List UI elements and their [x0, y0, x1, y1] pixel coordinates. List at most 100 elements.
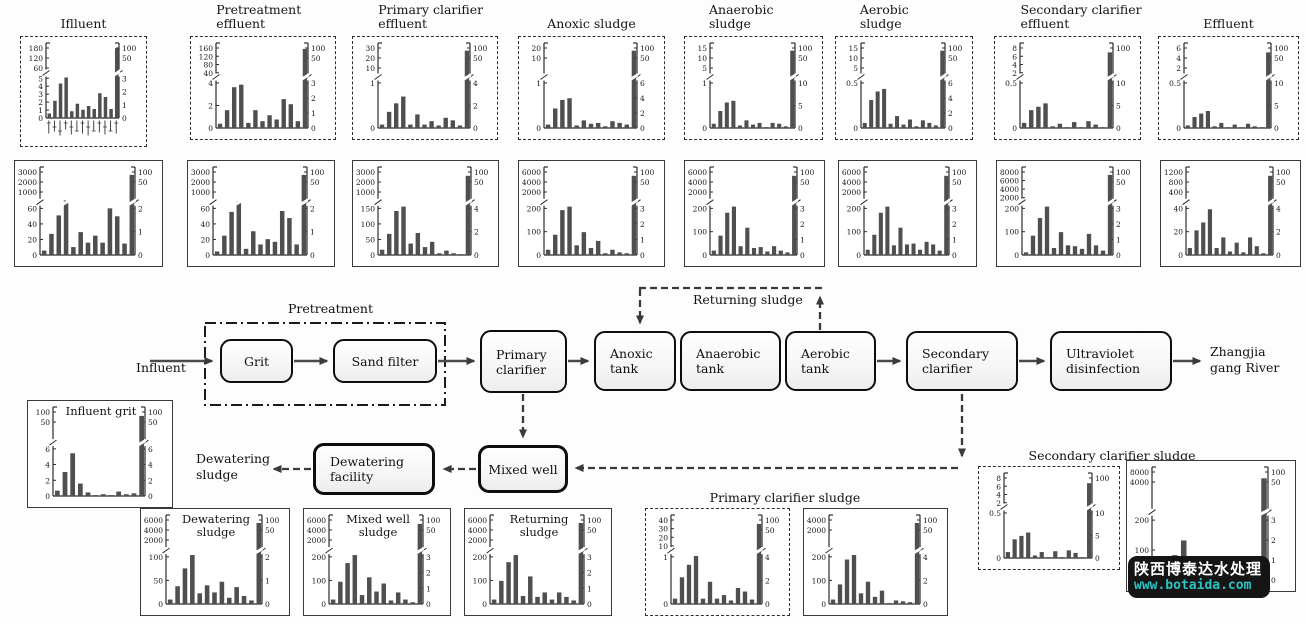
svg-text:0: 0 — [482, 600, 487, 609]
svg-text:2: 2 — [587, 569, 592, 578]
svg-text:0: 0 — [952, 251, 957, 260]
svg-text:50: 50 — [587, 526, 597, 535]
influent-label: Influent — [136, 360, 186, 375]
svg-text:4000: 4000 — [307, 526, 326, 535]
svg-text:4000: 4000 — [468, 526, 487, 535]
svg-text:5: 5 — [798, 101, 803, 110]
svg-text:1000: 1000 — [18, 188, 37, 197]
svg-text:80: 80 — [203, 61, 213, 70]
svg-text:2: 2 — [208, 101, 213, 110]
svg-text:30: 30 — [658, 525, 668, 534]
svg-text:10: 10 — [531, 54, 541, 63]
svg-text:50: 50 — [426, 526, 436, 535]
svg-text:2: 2 — [1012, 69, 1017, 78]
svg-text:100: 100 — [798, 44, 813, 53]
svg-text:2: 2 — [640, 109, 645, 118]
svg-text:0: 0 — [265, 600, 270, 609]
svg-text:100: 100 — [587, 516, 602, 525]
svg-text:6000: 6000 — [307, 516, 326, 525]
svg-text:0: 0 — [923, 600, 928, 609]
svg-text:4: 4 — [996, 491, 1001, 500]
svg-text:100: 100 — [1271, 468, 1286, 477]
svg-text:3000: 3000 — [18, 168, 37, 177]
svg-text:4: 4 — [473, 79, 478, 88]
node-dewatering-facility-label: Dewatering facility — [330, 454, 405, 484]
svg-text:100: 100 — [693, 228, 708, 237]
svg-text:100: 100 — [640, 44, 655, 53]
svg-text:60: 60 — [27, 204, 37, 213]
svg-text:2: 2 — [800, 220, 805, 229]
secondary-clarifier-sludge-group-label: Secondary clarifier sludge — [1028, 448, 1196, 463]
svg-text:2000: 2000 — [18, 178, 37, 187]
svg-text:3: 3 — [952, 204, 957, 213]
svg-text:60: 60 — [200, 204, 210, 213]
svg-text:10: 10 — [1274, 79, 1284, 88]
svg-text:3: 3 — [640, 204, 645, 213]
svg-text:100: 100 — [1005, 228, 1020, 237]
svg-text:6: 6 — [1012, 52, 1017, 61]
svg-text:100: 100 — [923, 516, 938, 525]
svg-text:100: 100 — [1116, 44, 1131, 53]
svg-text:5: 5 — [38, 74, 43, 83]
svg-text:0: 0 — [1178, 251, 1183, 260]
svg-text:1: 1 — [310, 228, 315, 237]
svg-text:4: 4 — [38, 82, 43, 91]
svg-text:50: 50 — [640, 178, 650, 187]
svg-text:2000: 2000 — [307, 536, 326, 545]
svg-text:4: 4 — [1012, 61, 1017, 70]
svg-text:0: 0 — [370, 124, 375, 133]
svg-text:100: 100 — [138, 168, 153, 177]
svg-text:0: 0 — [138, 251, 143, 260]
svg-text:0: 0 — [663, 600, 668, 609]
svg-text:6: 6 — [45, 445, 50, 454]
svg-text:6000: 6000 — [468, 516, 487, 525]
svg-text:0: 0 — [765, 600, 770, 609]
svg-text:4: 4 — [1176, 54, 1181, 63]
svg-text:100: 100 — [361, 220, 376, 229]
svg-text:3: 3 — [800, 204, 805, 213]
svg-text:100: 100 — [148, 408, 163, 417]
node-aerobic-tank-label: Aerobic tank — [801, 346, 850, 376]
svg-text:50: 50 — [765, 526, 775, 535]
svg-text:0: 0 — [800, 251, 805, 260]
svg-text:100: 100 — [640, 168, 655, 177]
svg-text:4000: 4000 — [1130, 478, 1149, 487]
svg-text:50: 50 — [365, 235, 375, 244]
svg-text:20: 20 — [365, 54, 375, 63]
svg-text:0: 0 — [45, 492, 50, 501]
svg-text:0.5: 0.5 — [1169, 79, 1181, 88]
svg-text:1: 1 — [311, 109, 316, 118]
svg-text:20: 20 — [200, 235, 210, 244]
svg-text:0: 0 — [474, 251, 479, 260]
svg-text:2: 2 — [1276, 228, 1281, 237]
svg-text:10: 10 — [1095, 509, 1105, 518]
svg-text:4: 4 — [45, 461, 50, 470]
dewatering-sludge-label: Dewatering sludge — [196, 451, 271, 482]
svg-text:100: 100 — [473, 576, 488, 585]
svg-text:1: 1 — [38, 106, 43, 115]
svg-text:0: 0 — [32, 251, 37, 260]
svg-text:0: 0 — [856, 251, 861, 260]
svg-text:0: 0 — [148, 492, 153, 501]
svg-text:40: 40 — [27, 220, 37, 229]
svg-text:2: 2 — [426, 569, 431, 578]
node-aerobic-tank: Aerobic tank — [785, 331, 876, 391]
svg-text:4: 4 — [148, 461, 153, 470]
svg-text:8000: 8000 — [1130, 468, 1149, 477]
svg-text:5: 5 — [1274, 101, 1279, 110]
svg-text:50: 50 — [148, 418, 158, 427]
